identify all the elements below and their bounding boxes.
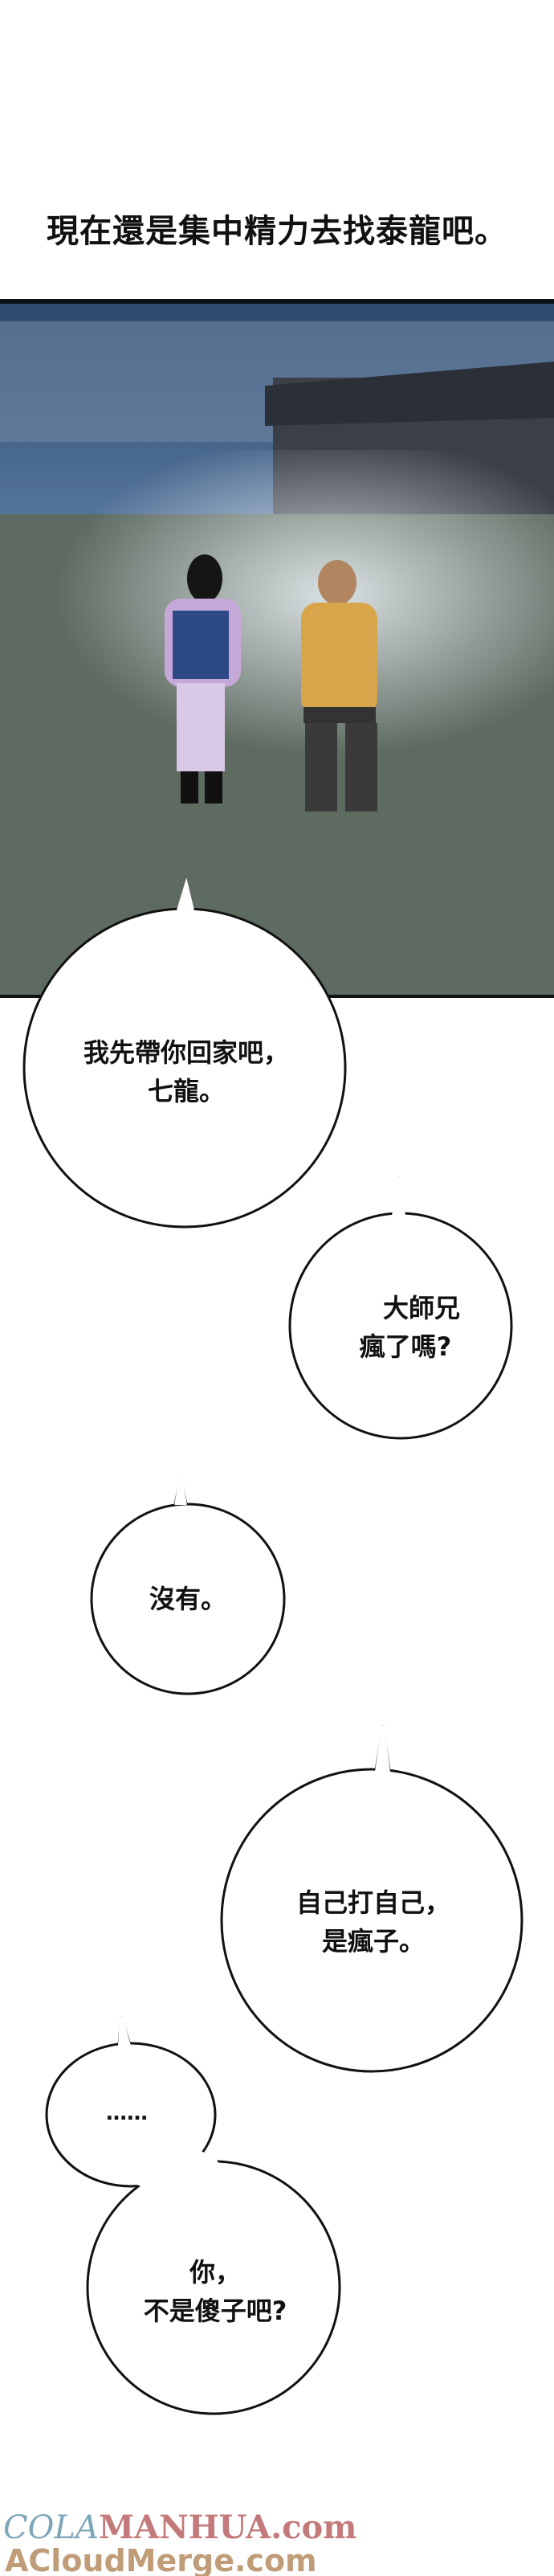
bubble-3 bbox=[90, 1503, 286, 1695]
scene-panel bbox=[0, 299, 554, 998]
bubble-text-line: 你， bbox=[189, 2257, 242, 2288]
bubble-text-line: 是瘋子。 bbox=[321, 1926, 426, 1957]
watermark-text: MANHUA.com bbox=[98, 2509, 357, 2546]
bubble-text-line: …… bbox=[106, 2101, 148, 2125]
bubble-1-text: 我先帶你回家吧， 七龍。 bbox=[84, 1033, 289, 1110]
character-companion bbox=[301, 560, 377, 812]
character-swordsman bbox=[165, 554, 241, 803]
bubble-text-line: 七龍。 bbox=[147, 1076, 226, 1106]
bubble-4 bbox=[220, 1768, 523, 2073]
bubble-3-text: 沒有。 bbox=[149, 1580, 226, 1618]
watermark-acloudmerge: ACloudMerge.com bbox=[5, 2543, 317, 2576]
bubble-2-text: 大師兄 瘋了嗎? bbox=[351, 1289, 460, 1366]
bubble-5-text: …… bbox=[106, 2094, 148, 2132]
narration-text: 現在還是集中精力去找泰龍吧。 bbox=[47, 213, 507, 250]
bubble-text-line: 沒有。 bbox=[149, 1584, 227, 1614]
watermark-colamanhua: COLAMANHUA.com bbox=[3, 2509, 357, 2546]
bubble-4-text: 自己打自己， 是瘋子。 bbox=[296, 1883, 450, 1961]
speech-bubbles bbox=[22, 877, 523, 2415]
bubble-text-line: 瘋了嗎? bbox=[359, 1331, 452, 1362]
bubble-text-line: 大師兄 bbox=[382, 1293, 461, 1323]
watermark-text: COLA bbox=[3, 2509, 99, 2546]
bubble-text-line: 不是傻子吧? bbox=[143, 2296, 287, 2326]
bubble-text-line: 我先帶你回家吧， bbox=[83, 1037, 290, 1068]
bubble-text-line: 自己打自己， bbox=[295, 1887, 451, 1918]
bubble-6-text: 你， 不是傻子吧? bbox=[144, 2253, 287, 2330]
